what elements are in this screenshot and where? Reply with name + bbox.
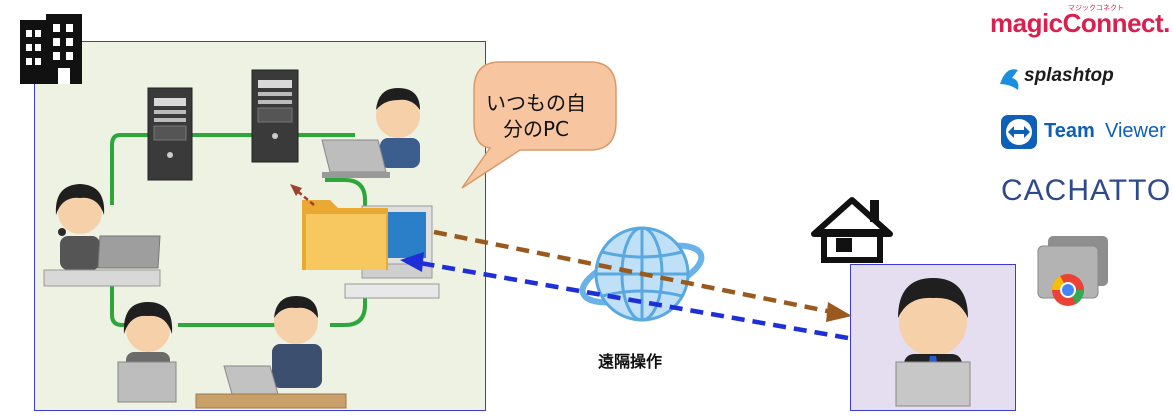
magic-connect-kana: マジックコネクト xyxy=(1068,5,1124,12)
server-icon xyxy=(251,69,299,163)
laptop-icon xyxy=(195,365,347,409)
teamviewer-logo-team: Team xyxy=(1044,120,1095,142)
speech-bubble xyxy=(461,61,617,189)
magic-connect-logo: magicConnect. xyxy=(990,8,1170,38)
server-icon xyxy=(147,87,193,181)
speech-bubble-line-1: いつもの自 xyxy=(486,91,586,115)
remote-arrow-out xyxy=(433,229,852,322)
chrome-remote-desktop-icon xyxy=(1037,236,1108,306)
teamviewer-icon xyxy=(1001,115,1037,149)
laptop-icon xyxy=(895,361,971,407)
person-icon xyxy=(376,88,420,168)
remote-operation-label: 遠隔操作 xyxy=(597,352,662,371)
speech-bubble-text: いつもの自 分のPC xyxy=(478,90,594,142)
person-icon xyxy=(55,184,105,270)
laptop-icon xyxy=(321,139,390,178)
network-ring xyxy=(110,133,367,327)
laptop-icon xyxy=(43,235,161,287)
cachatto-logo: CACHATTO xyxy=(1001,174,1172,207)
splashtop-icon xyxy=(1000,69,1019,90)
office-building-icon xyxy=(20,14,82,84)
laptop-icon xyxy=(117,361,177,403)
speech-bubble-line-2: 分のPC xyxy=(502,117,570,141)
remote-arrow-back xyxy=(400,252,849,341)
splashtop-logo: splashtop xyxy=(1024,65,1114,86)
folder-icon xyxy=(302,200,388,270)
teamviewer-logo-viewer: Viewer xyxy=(1105,120,1166,142)
access-arrow xyxy=(290,184,315,206)
house-icon xyxy=(811,197,893,263)
person-icon xyxy=(272,296,322,388)
